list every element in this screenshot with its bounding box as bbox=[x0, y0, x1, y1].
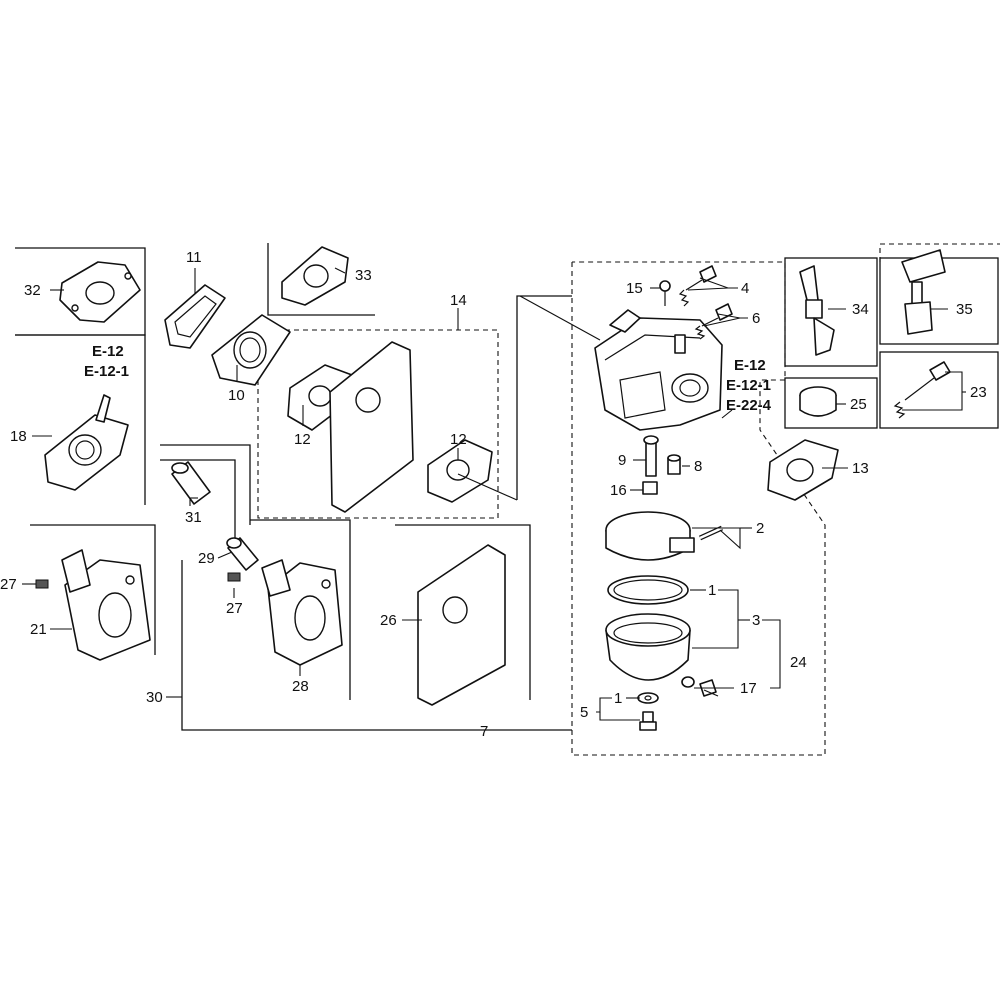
label-35: 35 bbox=[956, 301, 973, 318]
label-26: 26 bbox=[380, 612, 397, 629]
ref-right-e12[interactable]: E-12 bbox=[734, 357, 766, 374]
label-31: 31 bbox=[185, 509, 202, 526]
ref-right-e12-1[interactable]: E-12-1 bbox=[726, 377, 771, 394]
label-7: 7 bbox=[480, 723, 488, 740]
label-13: 13 bbox=[852, 460, 869, 477]
part-27-key-center bbox=[227, 572, 241, 582]
part-14-plate bbox=[329, 341, 414, 513]
part-16-main-jet bbox=[642, 481, 658, 495]
label-27-center: 27 bbox=[226, 600, 243, 617]
label-18: 18 bbox=[10, 428, 27, 445]
section-lines bbox=[15, 243, 1000, 756]
label-29: 29 bbox=[198, 550, 215, 567]
label-6: 6 bbox=[752, 310, 760, 327]
label-17: 17 bbox=[740, 680, 757, 697]
label-1-upper: 1 bbox=[708, 582, 716, 599]
part-17-drain-screw bbox=[681, 676, 719, 697]
part-32-gasket bbox=[59, 261, 141, 323]
part-13-gasket bbox=[767, 439, 839, 501]
part-21-insulator-assembly bbox=[61, 549, 151, 661]
leader-lines bbox=[22, 267, 966, 721]
part-33-gasket bbox=[281, 246, 349, 306]
part-18-insulator bbox=[44, 394, 129, 491]
label-14: 14 bbox=[450, 292, 467, 309]
label-15: 15 bbox=[626, 280, 643, 297]
label-33: 33 bbox=[355, 267, 372, 284]
part-15-screw bbox=[659, 280, 671, 306]
label-23: 23 bbox=[970, 384, 987, 401]
part-10-insulator bbox=[211, 314, 291, 386]
ref-right-e22-4[interactable]: E-22-4 bbox=[726, 397, 772, 414]
label-8: 8 bbox=[694, 458, 702, 475]
part-26-plate bbox=[417, 544, 506, 706]
label-5: 5 bbox=[580, 704, 588, 721]
part-5-bolt-washer bbox=[637, 692, 659, 731]
part-35-throttle-lever bbox=[901, 249, 946, 335]
label-30: 30 bbox=[146, 689, 163, 706]
label-11: 11 bbox=[186, 249, 202, 266]
part-28-insulator-assembly bbox=[261, 559, 343, 666]
label-9: 9 bbox=[618, 452, 626, 469]
part-29-fitting bbox=[226, 537, 259, 571]
label-2: 2 bbox=[756, 520, 764, 537]
label-3: 3 bbox=[752, 612, 760, 629]
label-24: 24 bbox=[790, 654, 807, 671]
label-16: 16 bbox=[610, 482, 627, 499]
part-7-carburetor-body bbox=[594, 309, 723, 431]
label-34: 34 bbox=[852, 301, 869, 318]
part-9-nozzle bbox=[643, 435, 659, 477]
label-21: 21 bbox=[30, 621, 47, 638]
label-1-lower: 1 bbox=[614, 690, 622, 707]
part-1-gasket-ring bbox=[607, 575, 689, 605]
ref-left-e12-1[interactable]: E-12-1 bbox=[84, 363, 129, 380]
part-2-float bbox=[605, 511, 695, 561]
section-references: E-12 E-12-1 E-12 E-12-1 E-22-4 bbox=[84, 343, 772, 414]
label-27-left: 27 bbox=[0, 576, 17, 593]
label-25: 25 bbox=[850, 396, 867, 413]
label-4: 4 bbox=[741, 280, 749, 297]
part-3-float-chamber bbox=[605, 613, 691, 681]
part-25-cap bbox=[799, 386, 837, 417]
part-31-fitting bbox=[171, 461, 211, 505]
part-27-key-left bbox=[35, 579, 49, 589]
label-32: 32 bbox=[24, 282, 41, 299]
part-12-gasket-left bbox=[287, 364, 353, 431]
label-10: 10 bbox=[228, 387, 245, 404]
part-4-screw-spring bbox=[678, 265, 717, 307]
part-12-gasket-right bbox=[427, 439, 493, 503]
part-labels: 32 11 33 14 10 12 12 18 31 27 21 29 27 2… bbox=[0, 249, 987, 740]
part-11-gasket bbox=[164, 284, 226, 349]
part-34-choke-lever bbox=[799, 265, 835, 356]
label-28: 28 bbox=[292, 678, 309, 695]
part-8-pilot-jet bbox=[667, 454, 681, 475]
label-12-left: 12 bbox=[294, 431, 311, 448]
ref-left-e12[interactable]: E-12 bbox=[92, 343, 124, 360]
label-12-right: 12 bbox=[450, 431, 467, 448]
part-2-float-pin bbox=[698, 525, 724, 541]
